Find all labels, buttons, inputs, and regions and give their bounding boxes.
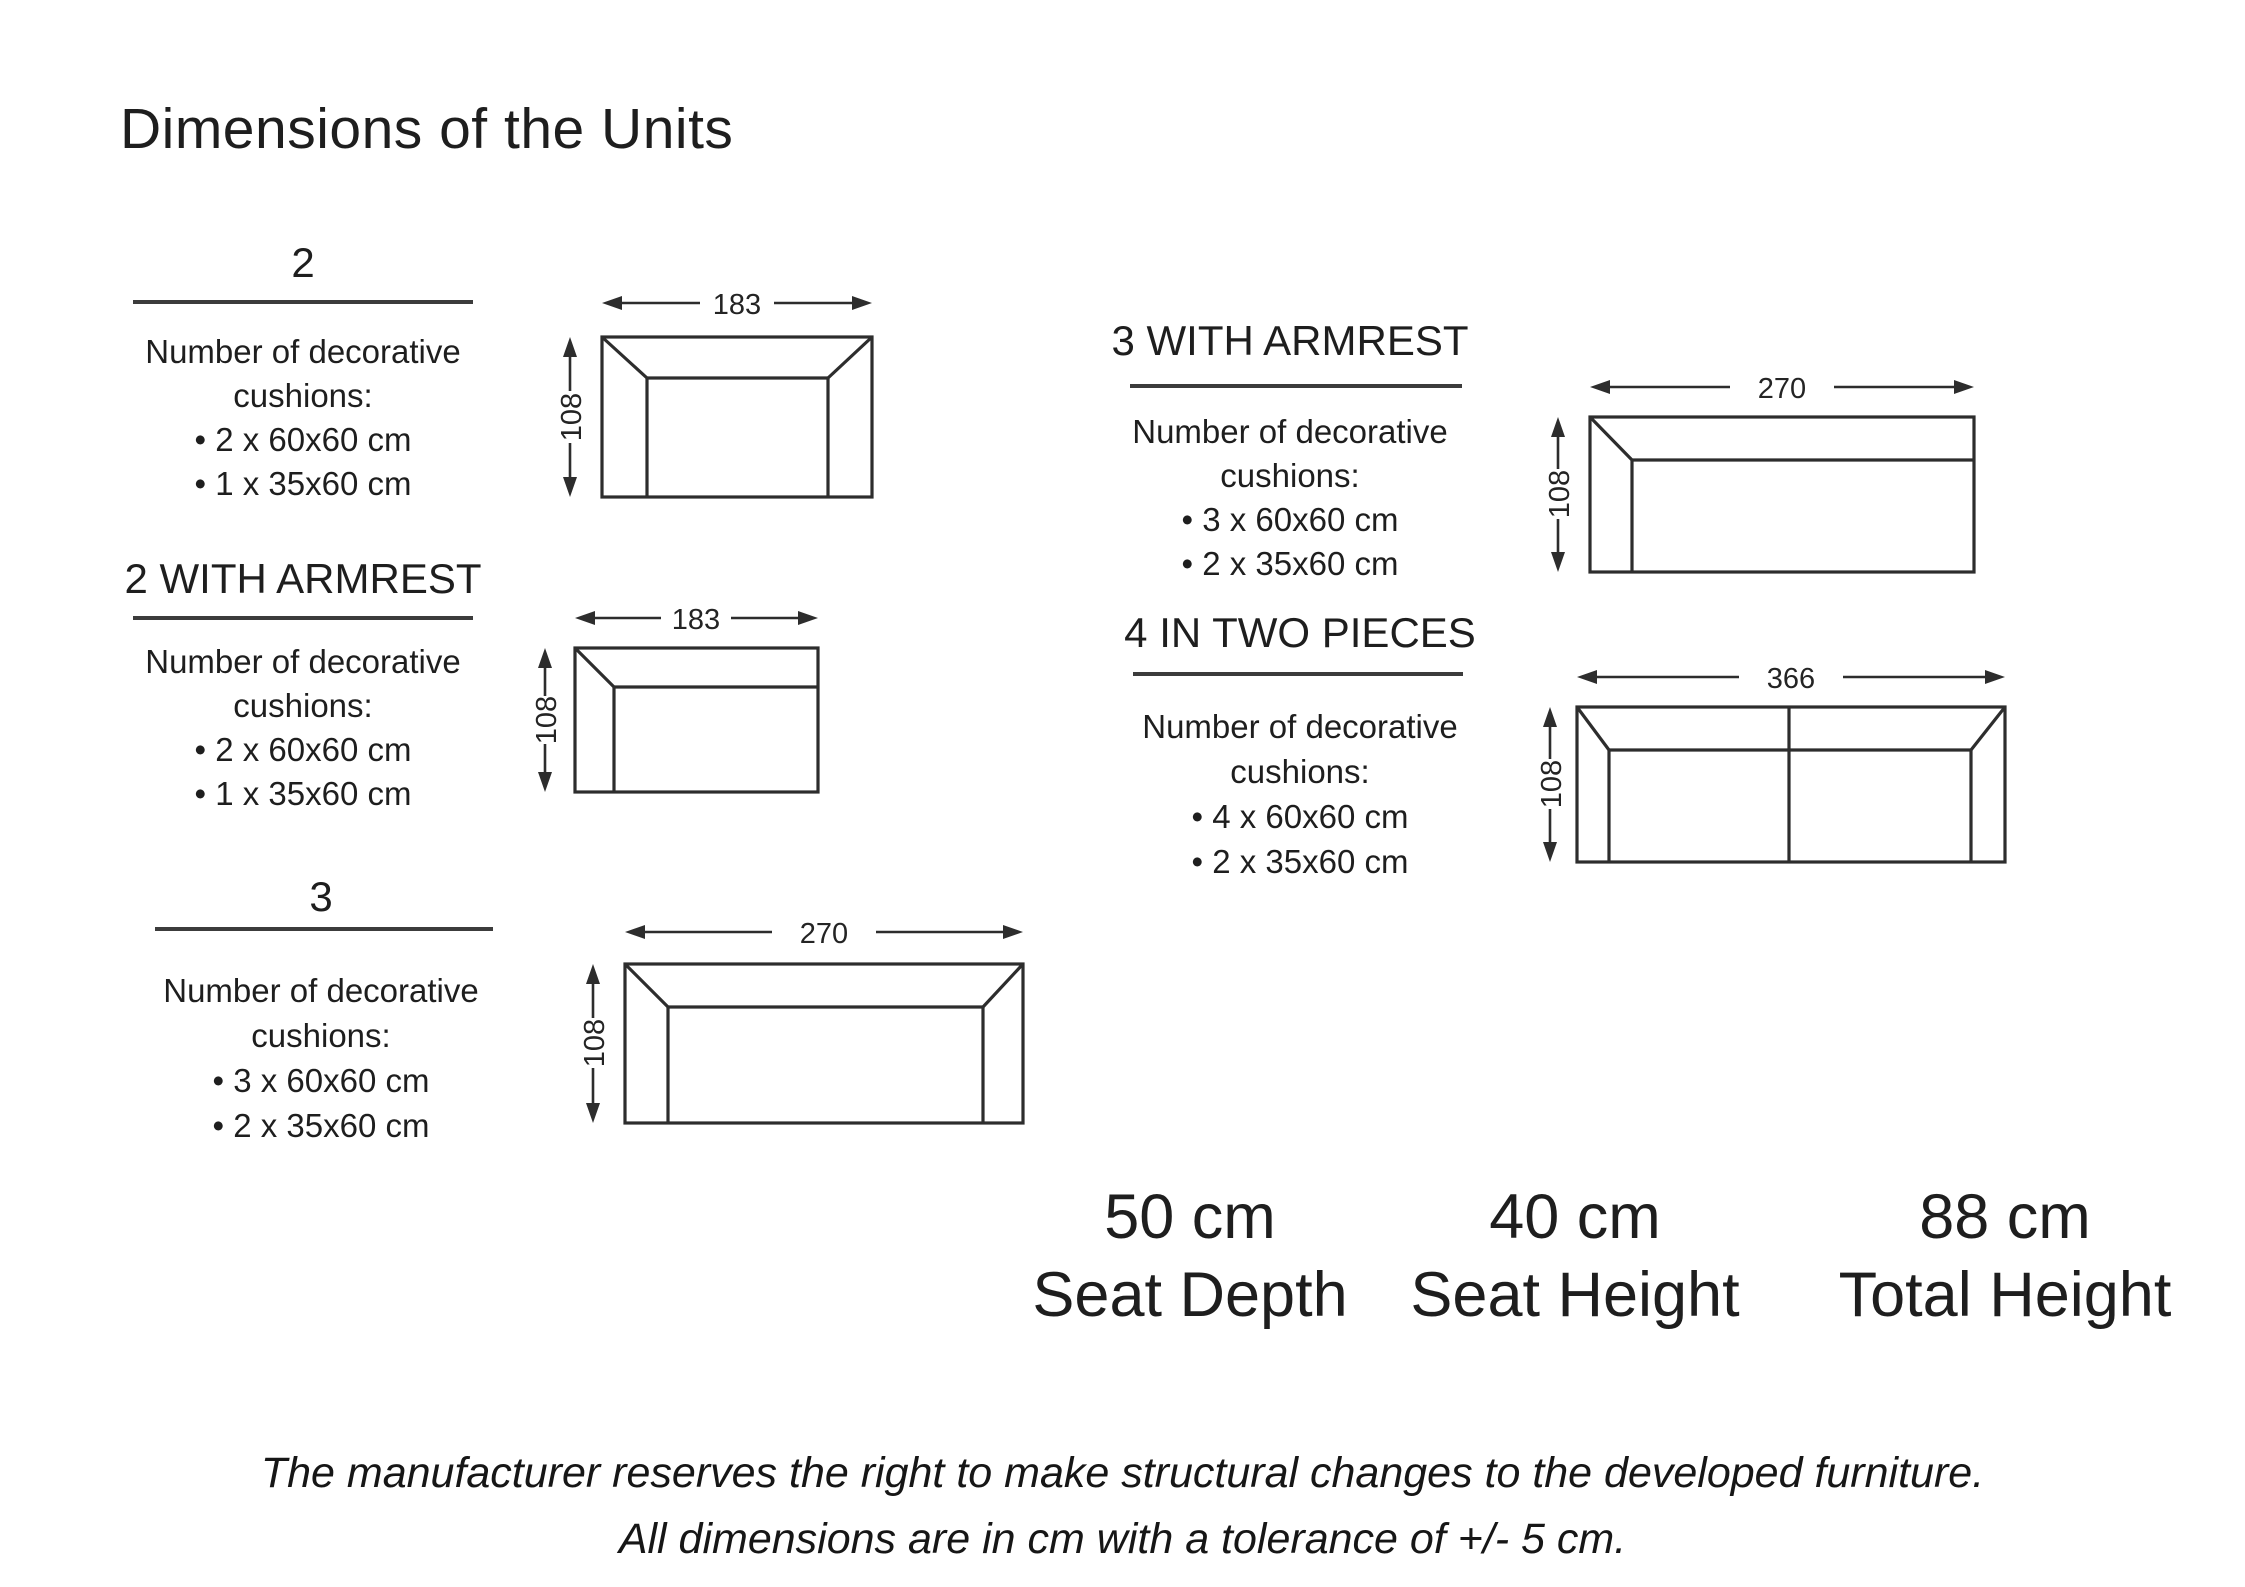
section-2-armrest-rule xyxy=(133,616,473,620)
arrow-down-icon xyxy=(1551,552,1565,572)
section-2-heading: 2 xyxy=(291,239,315,286)
width-dimension-label: 270 xyxy=(800,918,848,950)
cushions-intro-line: Number of decorative xyxy=(145,333,461,370)
section-4-heading: 4 IN TWO PIECES xyxy=(1124,609,1476,656)
arrow-up-icon xyxy=(538,648,552,668)
sofa-diagram-2-armrest: 183 108 xyxy=(531,604,820,794)
depth-dimension-label: 108 xyxy=(579,1019,611,1067)
width-dimension-label: 183 xyxy=(713,289,761,321)
section-2-rule xyxy=(133,300,473,304)
page-title: Dimensions of the Units xyxy=(120,97,734,161)
section-2-cushions: Number of decorative cushions: • 2 x 60x… xyxy=(103,330,503,506)
section-3-heading: 3 xyxy=(309,873,333,920)
arrow-right-icon xyxy=(1003,925,1023,939)
footer-disclaimer-line-1: The manufacturer reserves the right to m… xyxy=(260,1449,1985,1497)
seat-height-value: 40 cm xyxy=(1489,1182,1661,1252)
section-3-armrest-heading: 3 WITH ARMREST xyxy=(1111,317,1469,364)
arrow-right-icon xyxy=(1985,670,2005,684)
cushions-intro-line: cushions: xyxy=(1220,457,1360,494)
cushions-intro-line: cushions: xyxy=(251,1017,391,1054)
cushion-bullet: • 3 x 60x60 cm xyxy=(212,1062,430,1099)
footer-disclaimer-line-2: All dimensions are in cm with a toleranc… xyxy=(618,1515,1627,1563)
cushions-intro-line: Number of decorative xyxy=(1132,413,1448,450)
sofa-outline xyxy=(600,335,874,499)
arrow-left-icon xyxy=(625,925,645,939)
arrow-left-icon xyxy=(1577,670,1597,684)
cushion-bullet: • 2 x 35x60 cm xyxy=(1181,545,1399,582)
section-3-cushions: Number of decorative cushions: • 3 x 60x… xyxy=(121,968,521,1148)
seat-height-label: Seat Height xyxy=(1410,1260,1740,1330)
width-dimension-label: 183 xyxy=(672,604,720,636)
seat-depth-value: 50 cm xyxy=(1104,1182,1276,1252)
arrow-down-icon xyxy=(586,1103,600,1123)
depth-dimension-label: 108 xyxy=(556,393,588,441)
sofa-diagram-4-two-pieces: 366 108 xyxy=(1536,663,2007,864)
sofa-outline xyxy=(623,962,1025,1125)
cushion-bullet: • 2 x 35x60 cm xyxy=(1191,843,1409,880)
cushion-bullet: • 1 x 35x60 cm xyxy=(194,465,412,502)
section-3-armrest-cushions: Number of decorative cushions: • 3 x 60x… xyxy=(1090,410,1490,586)
arrow-up-icon xyxy=(1543,707,1557,727)
width-dimension-label: 270 xyxy=(1758,373,1806,405)
cushions-intro-line: Number of decorative xyxy=(145,643,461,680)
cushions-intro-line: cushions: xyxy=(1230,753,1370,790)
section-4-rule xyxy=(1133,672,1463,676)
section-2-armrest-heading: 2 WITH ARMREST xyxy=(124,555,482,602)
sofa-diagram-3-armrest: 270 108 xyxy=(1544,373,1976,574)
sofa-diagram-2: 183 108 xyxy=(556,289,874,499)
arrow-up-icon xyxy=(586,964,600,984)
width-dimension-label: 366 xyxy=(1767,663,1815,695)
arrow-right-icon xyxy=(1954,380,1974,394)
arrow-down-icon xyxy=(1543,842,1557,862)
arrow-down-icon xyxy=(538,772,552,792)
sofa-diagram-3: 270 108 xyxy=(579,918,1025,1125)
cushion-bullet: • 4 x 60x60 cm xyxy=(1191,798,1409,835)
cushion-bullet: • 2 x 35x60 cm xyxy=(212,1107,430,1144)
cushions-intro-line: Number of decorative xyxy=(1142,708,1458,745)
section-3-armrest-rule xyxy=(1130,384,1462,388)
arrow-right-icon xyxy=(852,296,872,310)
arrow-left-icon xyxy=(575,611,595,625)
depth-dimension-label: 108 xyxy=(1544,470,1576,518)
arrow-up-icon xyxy=(1551,417,1565,437)
arrow-left-icon xyxy=(602,296,622,310)
section-3-rule xyxy=(155,927,493,931)
depth-dimension-label: 108 xyxy=(531,696,563,744)
cushion-bullet: • 3 x 60x60 cm xyxy=(1181,501,1399,538)
seat-depth-label: Seat Depth xyxy=(1032,1260,1348,1330)
total-height-value: 88 cm xyxy=(1919,1182,2091,1252)
sofa-outline xyxy=(1588,415,1976,574)
sofa-outline xyxy=(573,646,820,794)
cushions-intro-line: Number of decorative xyxy=(163,972,479,1009)
cushion-bullet: • 1 x 35x60 cm xyxy=(194,775,412,812)
cushion-bullet: • 2 x 60x60 cm xyxy=(194,731,412,768)
arrow-down-icon xyxy=(563,477,577,497)
cushions-intro-line: cushions: xyxy=(233,687,373,724)
depth-dimension-label: 108 xyxy=(1536,760,1568,808)
arrow-up-icon xyxy=(563,337,577,357)
cushion-bullet: • 2 x 60x60 cm xyxy=(194,421,412,458)
section-4-cushions: Number of decorative cushions: • 4 x 60x… xyxy=(1100,704,1500,884)
arrow-left-icon xyxy=(1590,380,1610,394)
section-2-armrest-cushions: Number of decorative cushions: • 2 x 60x… xyxy=(103,640,503,816)
arrow-right-icon xyxy=(798,611,818,625)
total-height-label: Total Height xyxy=(1838,1260,2172,1330)
sofa-outline xyxy=(1575,705,2007,864)
cushions-intro-line: cushions: xyxy=(233,377,373,414)
